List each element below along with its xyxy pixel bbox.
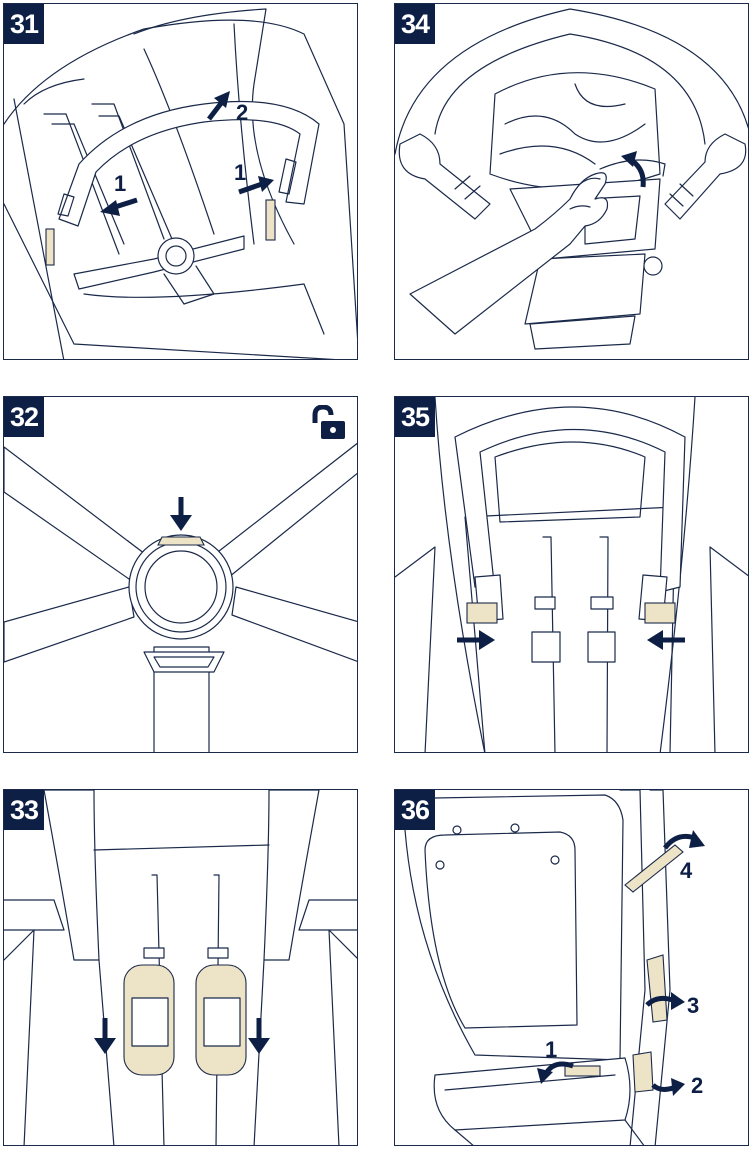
step-35-illustration xyxy=(395,397,749,753)
step-32-illustration xyxy=(4,397,358,753)
step-32-panel: 32 xyxy=(3,396,358,753)
step-label: 3 xyxy=(687,995,699,1017)
step-label: 4 xyxy=(680,860,692,882)
step-33-panel: 33 xyxy=(3,789,358,1146)
step-number-badge: 31 xyxy=(4,4,44,44)
step-label: 2 xyxy=(236,102,248,124)
step-number-badge: 35 xyxy=(395,397,435,437)
step-number-badge: 33 xyxy=(4,790,44,830)
step-34-panel: 34 xyxy=(394,3,749,360)
step-number-badge: 34 xyxy=(395,4,435,44)
step-label: 1 xyxy=(234,162,246,184)
step-36-panel: 36 1 2 3 4 xyxy=(394,789,749,1146)
step-33-illustration xyxy=(4,790,358,1146)
step-label: 2 xyxy=(691,1075,703,1097)
step-35-panel: 35 xyxy=(394,396,749,753)
unlock-icon xyxy=(309,405,349,441)
step-number-badge: 36 xyxy=(395,790,435,830)
step-label: 1 xyxy=(114,173,126,195)
step-31-illustration xyxy=(4,4,358,360)
step-31-panel: 31 1 1 2 xyxy=(3,3,358,360)
step-34-illustration xyxy=(395,4,749,360)
step-label: 1 xyxy=(545,1039,557,1061)
step-number-badge: 32 xyxy=(4,397,44,437)
